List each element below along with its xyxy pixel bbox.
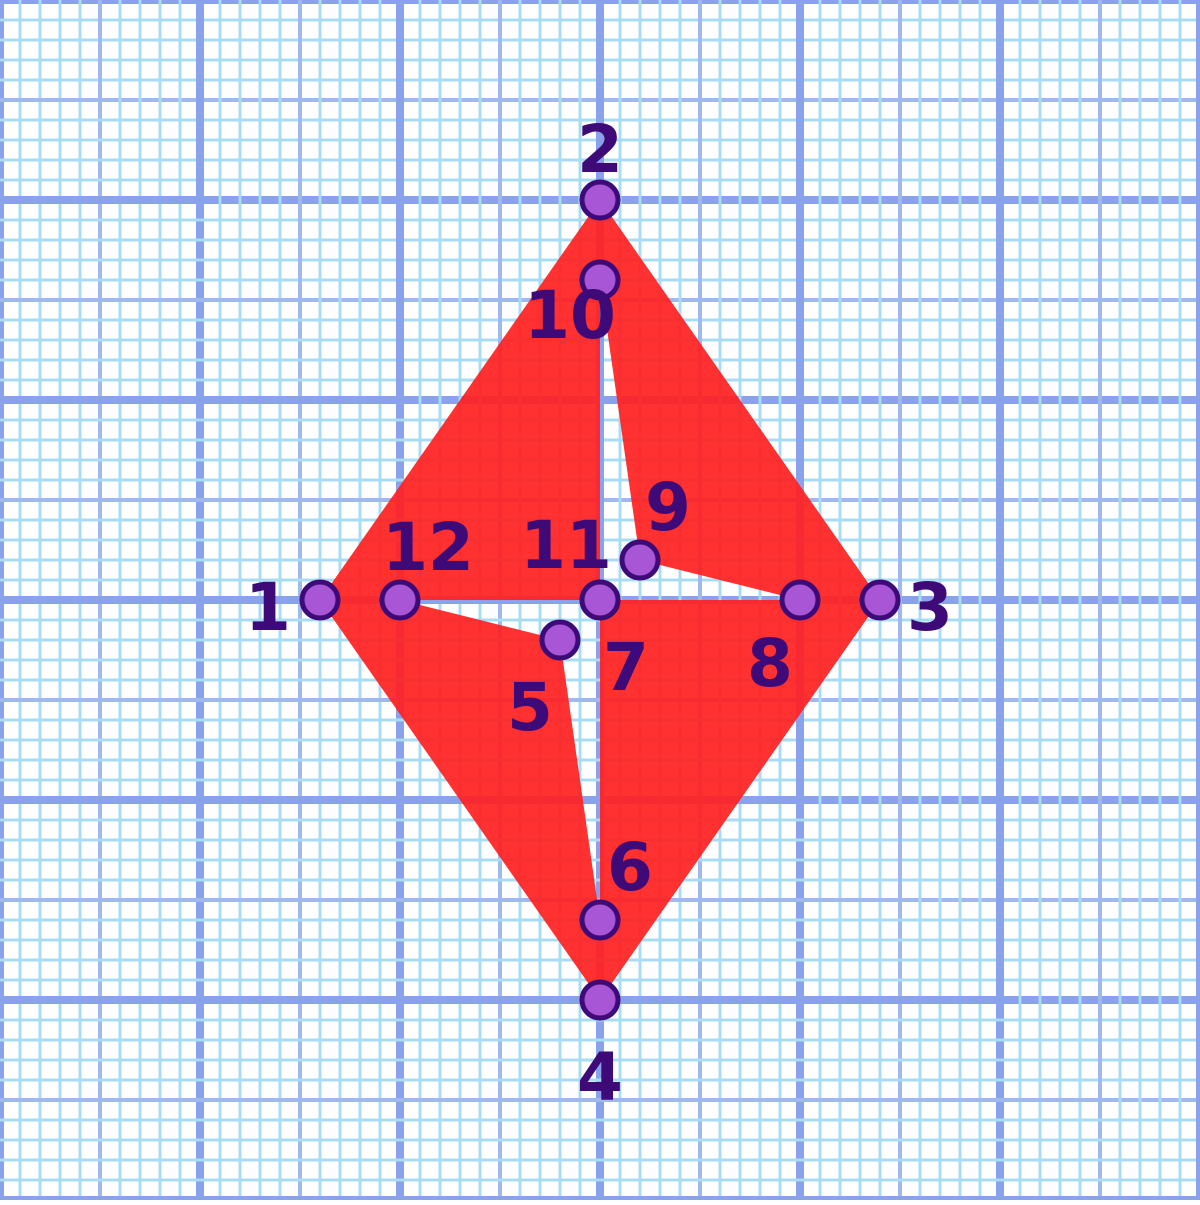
lower-left-piece bbox=[320, 600, 600, 1000]
point-8 bbox=[779, 579, 821, 621]
point-5 bbox=[539, 619, 581, 661]
point-label-3: 3 bbox=[907, 569, 953, 646]
point-11 bbox=[579, 579, 621, 621]
point-6 bbox=[579, 899, 621, 941]
point-1 bbox=[299, 579, 341, 621]
point-12 bbox=[379, 579, 421, 621]
point-9 bbox=[619, 539, 661, 581]
point-10 bbox=[579, 259, 621, 301]
upper-left-piece bbox=[320, 200, 600, 600]
point-label-12: 12 bbox=[382, 509, 474, 586]
point-label-1: 1 bbox=[245, 569, 291, 646]
point-label-2: 2 bbox=[577, 111, 623, 188]
point-2 bbox=[579, 179, 621, 221]
points bbox=[299, 179, 901, 1021]
point-label-5: 5 bbox=[507, 669, 553, 746]
point-3 bbox=[859, 579, 901, 621]
red-shapes bbox=[320, 200, 880, 1000]
point-label-7: 7 bbox=[603, 629, 649, 706]
upper-right-piece bbox=[600, 200, 880, 600]
point-label-9: 9 bbox=[645, 469, 691, 546]
point-4 bbox=[579, 979, 621, 1021]
point-label-10: 10 bbox=[524, 277, 616, 354]
point-label-6: 6 bbox=[607, 829, 653, 906]
lower-right-piece bbox=[600, 600, 880, 1000]
point-label-8: 8 bbox=[747, 625, 793, 702]
point-label-11: 11 bbox=[520, 507, 612, 584]
point-label-4: 4 bbox=[577, 1039, 623, 1116]
